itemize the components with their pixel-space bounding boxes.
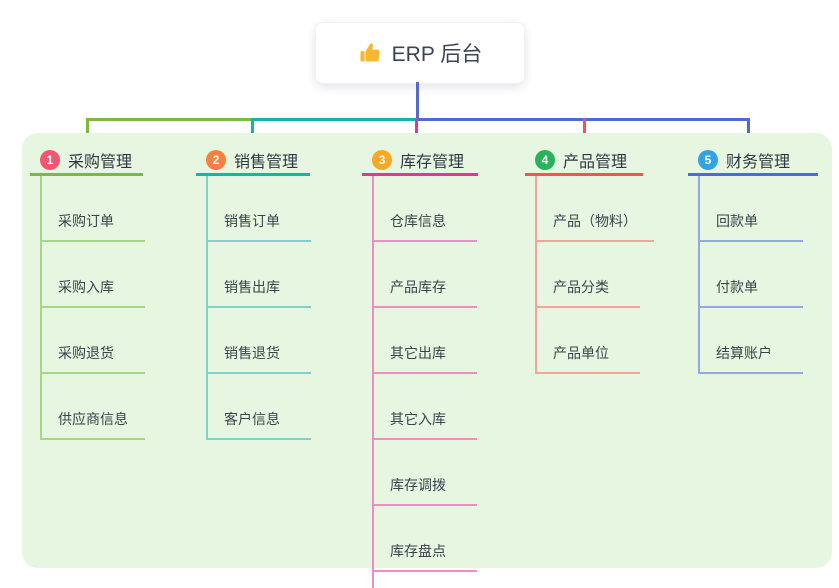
group-panel <box>22 133 832 568</box>
node-settlement-account[interactable]: 结算账户 <box>700 308 803 374</box>
node-supplier-info[interactable]: 供应商信息 <box>42 374 145 440</box>
branch-label: 财务管理 <box>726 153 791 171</box>
connector-drop-inventory <box>415 118 418 144</box>
connector-drop-purchase <box>86 118 89 144</box>
branch-label: 销售管理 <box>234 153 299 171</box>
branch-children: 采购订单 采购入库 采购退货 供应商信息 <box>40 176 145 440</box>
branch-inventory: 3 库存管理 仓库信息 产品库存 其它出库 其它入库 库存调拨 库存盘点 出库库… <box>362 146 478 588</box>
node-product-material[interactable]: 产品（物料） <box>537 176 654 242</box>
branch-number-badge: 5 <box>698 149 718 170</box>
node-inout-detail[interactable]: 出库库明细 <box>374 572 477 588</box>
branch-children: 仓库信息 产品库存 其它出库 其它入库 库存调拨 库存盘点 出库库明细 <box>372 176 477 588</box>
node-purchase-order[interactable]: 采购订单 <box>42 176 145 242</box>
branch-label: 采购管理 <box>68 153 133 171</box>
node-sales-return[interactable]: 销售退货 <box>208 308 311 374</box>
node-customer-info[interactable]: 客户信息 <box>208 374 311 440</box>
node-other-inbound[interactable]: 其它入库 <box>374 374 477 440</box>
branch-number-badge: 3 <box>372 149 392 170</box>
branch-number-badge: 1 <box>40 149 60 170</box>
connector-drop-sales <box>251 118 254 144</box>
branch-number-badge: 2 <box>206 149 226 170</box>
connector-bus-purchase <box>86 118 254 121</box>
node-stock-check[interactable]: 库存盘点 <box>374 506 477 572</box>
root-node-label: ERP 后台 <box>391 43 483 66</box>
node-purchase-return[interactable]: 采购退货 <box>42 308 145 374</box>
connector-bus-sales <box>252 118 418 121</box>
thumbs-up-icon <box>360 43 380 62</box>
node-product-unit[interactable]: 产品单位 <box>537 308 640 374</box>
branch-label: 产品管理 <box>563 153 628 171</box>
node-product-category[interactable]: 产品分类 <box>537 242 640 308</box>
connector-drop-product <box>583 118 586 144</box>
node-warehouse-info[interactable]: 仓库信息 <box>374 176 477 242</box>
branch-children: 回款单 付款单 结算账户 <box>698 176 803 374</box>
branch-children: 销售订单 销售出库 销售退货 客户信息 <box>206 176 311 440</box>
branch-children: 产品（物料） 产品分类 产品单位 <box>535 176 654 374</box>
branch-label: 库存管理 <box>400 153 465 171</box>
root-node-erp[interactable]: ERP 后台 <box>315 22 525 84</box>
branch-purchase: 1 采购管理 采购订单 采购入库 采购退货 供应商信息 <box>30 146 145 440</box>
branch-title-purchase[interactable]: 1 采购管理 <box>30 146 143 176</box>
node-stock-transfer[interactable]: 库存调拨 <box>374 440 477 506</box>
node-sales-order[interactable]: 销售订单 <box>208 176 311 242</box>
node-other-outbound[interactable]: 其它出库 <box>374 308 477 374</box>
connector-drop-finance <box>747 118 750 144</box>
branch-title-finance[interactable]: 5 财务管理 <box>688 146 818 176</box>
branch-title-sales[interactable]: 2 销售管理 <box>196 146 310 176</box>
branch-number-badge: 4 <box>535 149 555 170</box>
node-receipt-bill[interactable]: 回款单 <box>700 176 803 242</box>
node-product-stock[interactable]: 产品库存 <box>374 242 477 308</box>
branch-title-product[interactable]: 4 产品管理 <box>525 146 643 176</box>
connector-trunk <box>416 82 419 121</box>
branch-title-inventory[interactable]: 3 库存管理 <box>362 146 478 176</box>
branch-product: 4 产品管理 产品（物料） 产品分类 产品单位 <box>525 146 654 374</box>
node-payment-bill[interactable]: 付款单 <box>700 242 803 308</box>
node-purchase-inbound[interactable]: 采购入库 <box>42 242 145 308</box>
branch-finance: 5 财务管理 回款单 付款单 结算账户 <box>688 146 818 374</box>
node-sales-outbound[interactable]: 销售出库 <box>208 242 311 308</box>
branch-sales: 2 销售管理 销售订单 销售出库 销售退货 客户信息 <box>196 146 311 440</box>
